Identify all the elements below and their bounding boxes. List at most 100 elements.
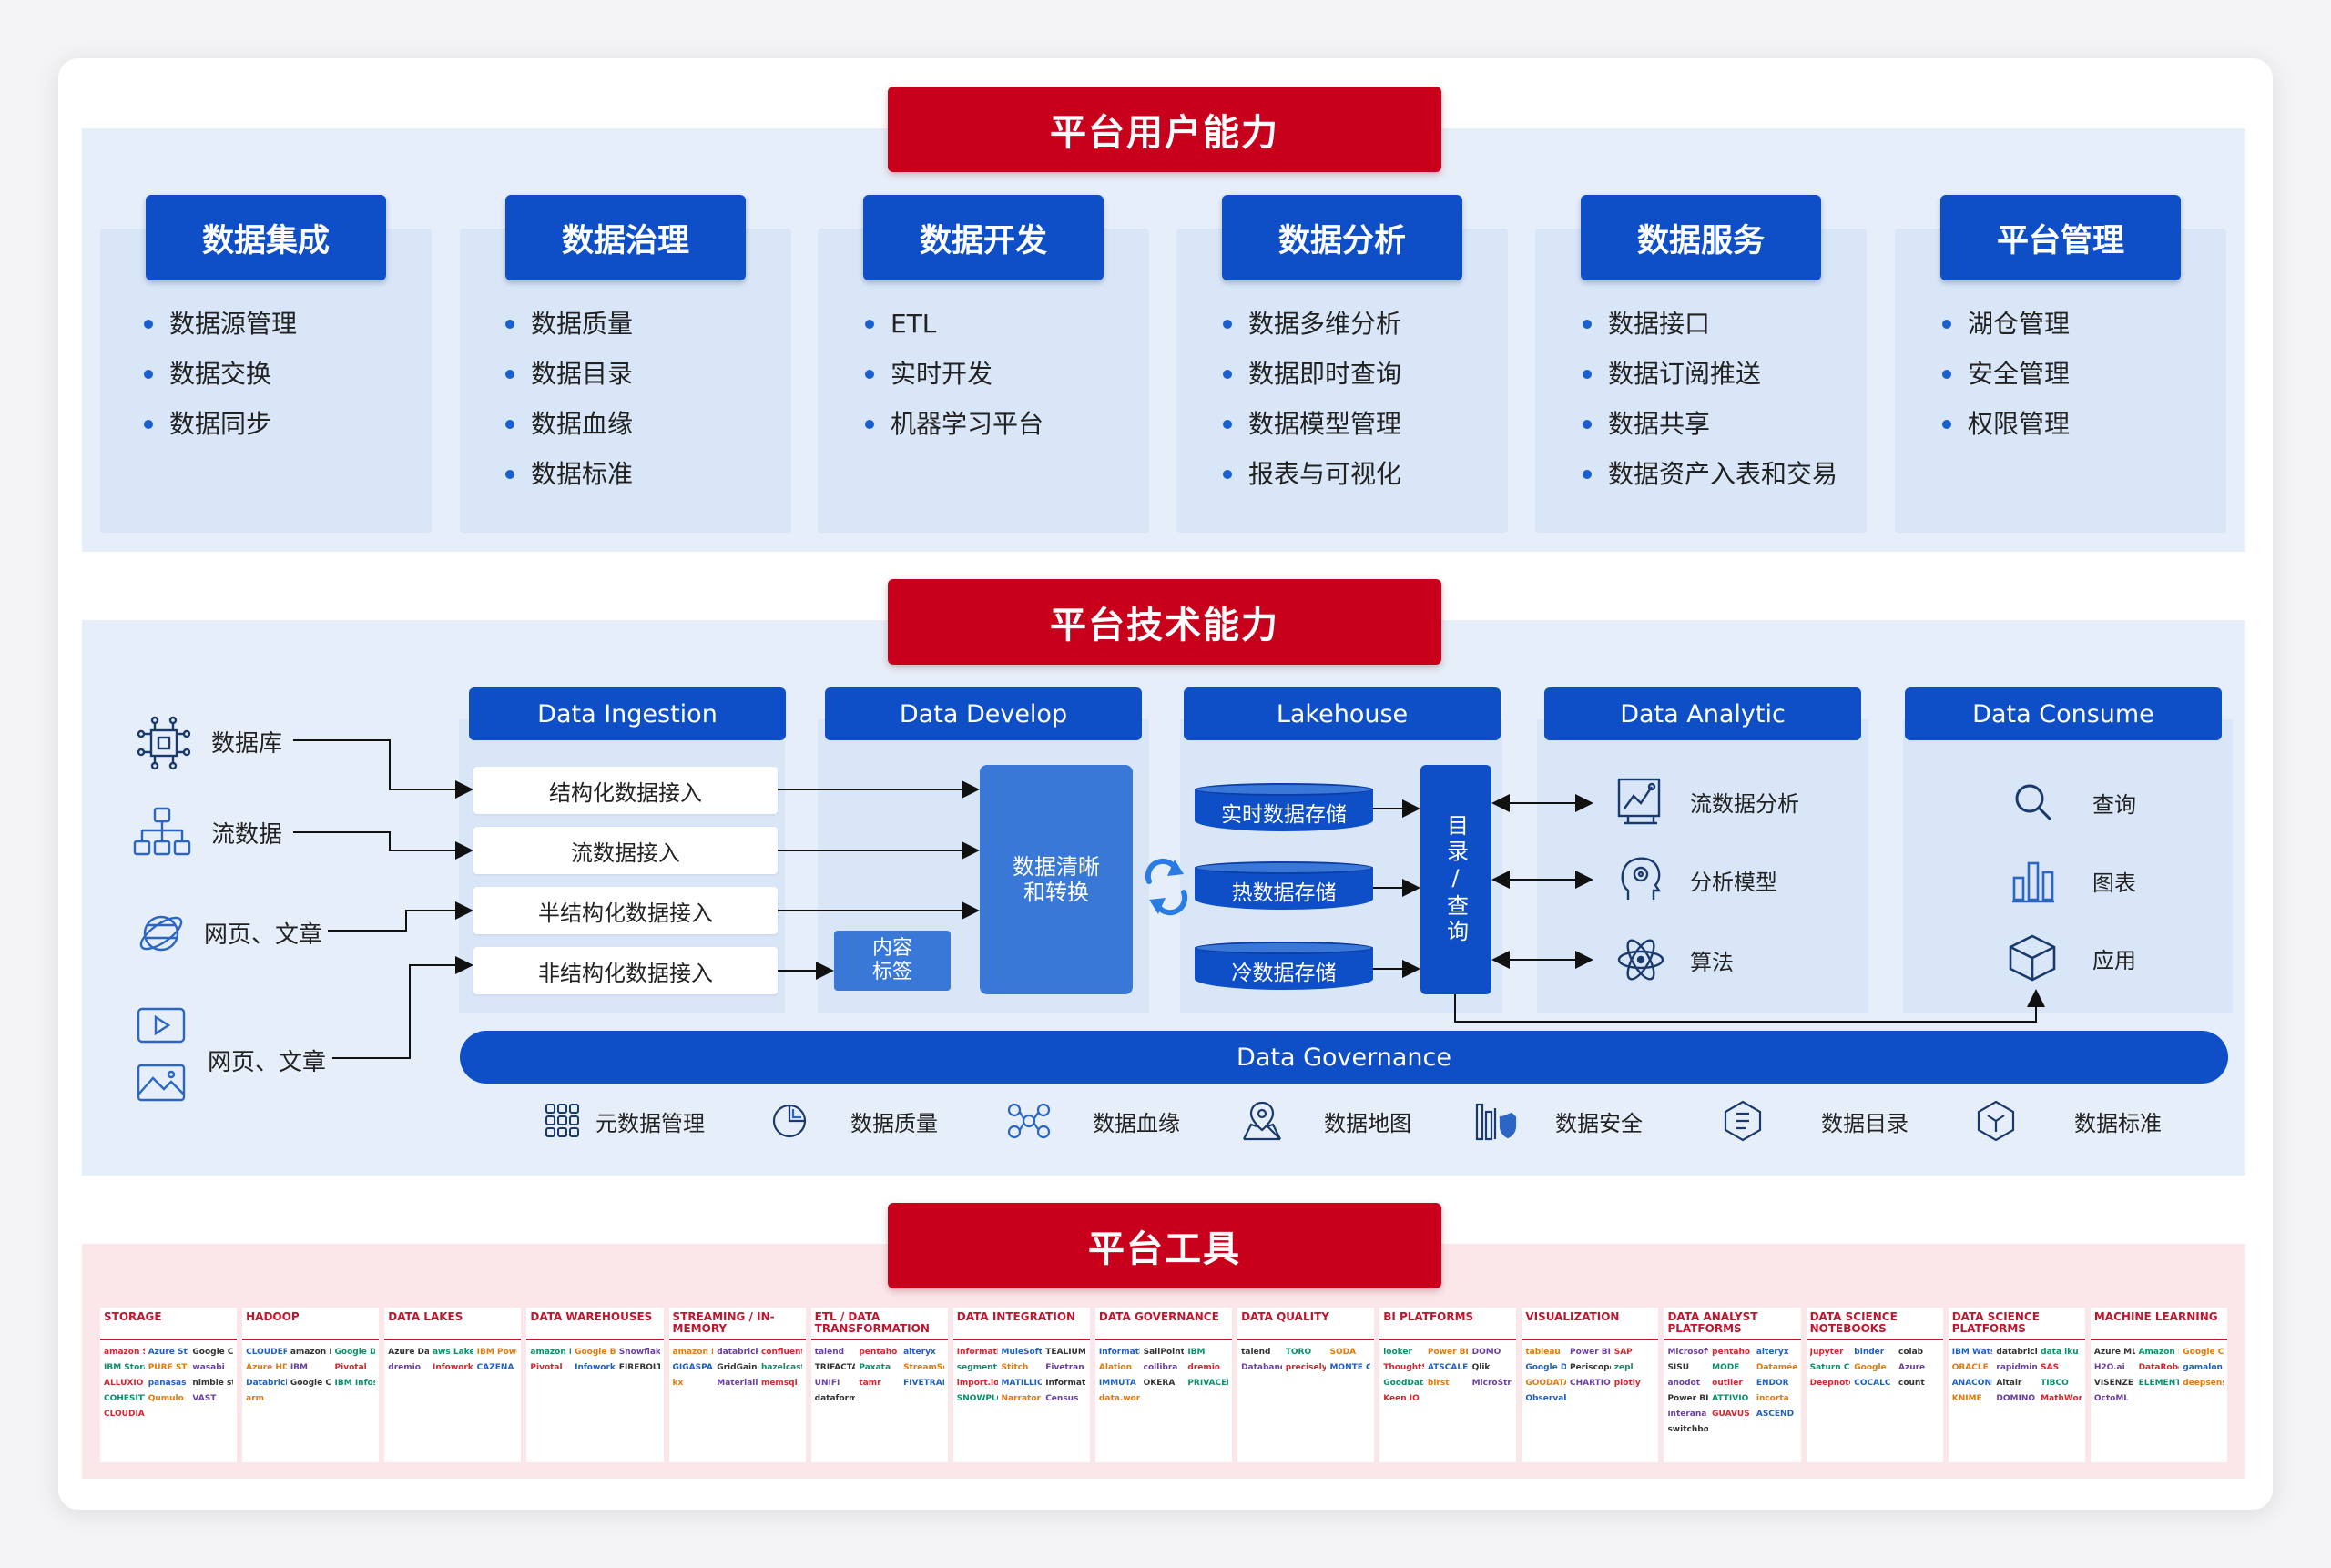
tool-logo: CLOUDIAN [104, 1410, 145, 1419]
tool-category-title: DATA GOVERNANCE [1094, 1308, 1233, 1340]
tool-logo: Pivotal [530, 1363, 563, 1372]
tool-logo-grid: amazon KinesisdatabricksconfluentGIGASPA… [669, 1340, 806, 1395]
tool-logo: TORO [1285, 1348, 1312, 1357]
tool-logo: FIVETRAN [903, 1379, 944, 1388]
tool-logo: Google Cloud AutoML [2183, 1348, 2224, 1357]
tool-logo: ThoughtSpot [1383, 1363, 1424, 1372]
governance-label: 数据安全 [1555, 1110, 1643, 1136]
governance-label: 数据质量 [850, 1110, 938, 1136]
tool-logo: KNIME [1951, 1394, 1982, 1403]
tool-logo: Stitch [1001, 1363, 1029, 1372]
analytic-item-stream: 流数据分析 [1615, 776, 1799, 827]
tool-logo: databricks [1996, 1348, 2037, 1357]
tool-logo: VISENZE [2093, 1379, 2134, 1388]
pie-quality-icon [772, 1104, 807, 1138]
tool-logo: ENDOR [1756, 1379, 1789, 1388]
tool-category-title: DATA QUALITY [1237, 1308, 1375, 1340]
capability-item: 数据标准 [505, 456, 633, 506]
capability-item: 安全管理 [1942, 356, 2070, 406]
tool-logo: Infoworks [432, 1363, 473, 1372]
tool-logo: Pivotal [334, 1363, 367, 1372]
governance-item-quality: 数据质量 [770, 1098, 938, 1144]
tool-logo-grid: IBM Watson Studiodatabricksdata ikuORACL… [1949, 1340, 2085, 1410]
tool-logo: StreamSets [903, 1363, 944, 1372]
tool-logo: wasabi [192, 1363, 225, 1372]
tool-logo: amazon Kinesis [672, 1348, 714, 1357]
tool-logo: Census [1045, 1394, 1079, 1403]
source-label-database: 数据库 [211, 730, 283, 758]
governance-label: 数据标准 [2074, 1110, 2162, 1136]
map-pin-icon [1243, 1101, 1281, 1141]
tool-logo: tamr [859, 1379, 881, 1388]
capability-item: 数据交换 [144, 356, 297, 406]
capability-title: 平台管理 [1940, 195, 2181, 280]
tool-logo: ELEMENT [2138, 1379, 2180, 1388]
analytic-label: 流数据分析 [1690, 790, 1799, 817]
data-develop-header: Data Develop [825, 687, 1142, 740]
hot-storage-drum: 热数据存储 [1195, 861, 1373, 911]
capability-list: 数据接口 数据订阅推送 数据共享 数据资产入表和交易 [1583, 306, 1837, 506]
tool-logo: Databricks [246, 1379, 287, 1388]
tool-logo: tableau [1525, 1348, 1561, 1357]
tool-logo-grid: amazon S3Azure StorageGoogle CloudIBM St… [100, 1340, 237, 1426]
capability-item: 数据多维分析 [1223, 306, 1401, 356]
source-label-web: 网页、文章 [204, 921, 323, 949]
tool-category-title: MACHINE LEARNING [2090, 1308, 2227, 1340]
tool-category-title: DATA WAREHOUSES [526, 1308, 664, 1340]
tool-logo-grid: MicrosoftpentahoalteryxSISUMODEDataméera… [1664, 1340, 1800, 1441]
tool-logo: MONTE CARLO [1329, 1363, 1371, 1372]
tool-logo: COHESITY [104, 1394, 145, 1403]
tool-logo: IBM [1187, 1348, 1206, 1357]
data-ingestion-header: Data Ingestion [469, 687, 786, 740]
database-chip-icon [137, 716, 191, 770]
tool-logo: Google Data Studio [1525, 1363, 1567, 1372]
tool-logo: birst [1427, 1379, 1450, 1388]
tool-logo: alteryx [903, 1348, 936, 1357]
tool-logo: SAS [2041, 1363, 2060, 1372]
analytic-label: 分析模型 [1690, 869, 1777, 895]
tool-logo-grid: InformaticaSailPointIBMAlationcollibradr… [1095, 1340, 1232, 1410]
tool-logo: incorta [1756, 1394, 1789, 1403]
tool-logo: MODE [1712, 1363, 1740, 1372]
capability-title: 数据服务 [1581, 195, 1821, 280]
grid-dots-icon [545, 1104, 579, 1137]
tool-logo: CAZENA [476, 1363, 514, 1372]
capability-item: 数据接口 [1583, 306, 1837, 356]
capability-item: 报表与可视化 [1223, 456, 1401, 506]
governance-label: 元数据管理 [595, 1110, 705, 1136]
tool-logo: ANACONDA [1951, 1379, 1993, 1388]
tool-logo: Observable [1525, 1394, 1566, 1403]
capability-title: 数据治理 [505, 195, 746, 280]
tool-logo: Deepnote [1809, 1379, 1851, 1388]
tool-logo: Databand [1241, 1363, 1282, 1372]
tool-logo: SailPoint [1143, 1348, 1185, 1357]
capability-item: 机器学习平台 [865, 406, 1043, 456]
tools-title: 平台工具 [888, 1203, 1441, 1288]
governance-label: 数据血缘 [1093, 1110, 1180, 1136]
tool-logo: GridGain [717, 1363, 758, 1372]
tool-logo: Azure HDInsight [246, 1363, 287, 1372]
tool-logo: Saturn Cloud [1809, 1363, 1851, 1372]
tool-logo: databricks [717, 1348, 758, 1357]
tool-logo: SNOWPLOW [956, 1394, 998, 1403]
tool-logo: ASCEND [1756, 1410, 1795, 1419]
tool-category-panel: DATA GOVERNANCEInformaticaSailPointIBMAl… [1094, 1308, 1233, 1462]
data-governance-bar: Data Governance [460, 1031, 2228, 1084]
tool-logo: ATSCALE [1427, 1363, 1469, 1372]
tool-logo: CLOUDERA [246, 1348, 287, 1357]
tool-logo-grid: amazon RedshiftGoogle BigQuerySnowflakeP… [526, 1340, 663, 1380]
tool-logo: amazon EMR [290, 1348, 331, 1357]
tool-logo: hazelcast [760, 1363, 802, 1372]
realtime-storage-drum: 实时数据存储 [1195, 783, 1373, 832]
tool-logo: Google [1854, 1363, 1887, 1372]
capability-item: 权限管理 [1942, 406, 2070, 456]
tool-logo: Paxata [859, 1363, 891, 1372]
ingestion-stream: 流数据接入 [473, 827, 778, 874]
tool-logo: GoodData [1383, 1379, 1424, 1388]
capability-item: 数据目录 [505, 356, 633, 406]
